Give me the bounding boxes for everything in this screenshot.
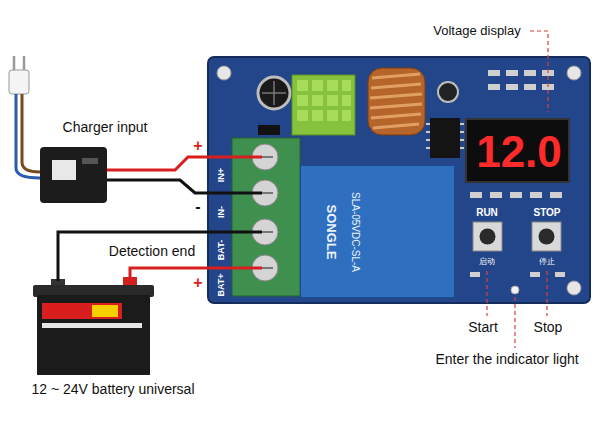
button-label: RUN xyxy=(476,207,498,218)
leader-line xyxy=(514,297,515,348)
terminal-label: IN- xyxy=(217,206,227,218)
wire xyxy=(107,157,262,170)
terminal-label: IN+ xyxy=(217,168,227,182)
circuit-board: IN+ IN- BAT- BAT+ RUN STOP 启动 停止 12.0SONGLE SLA-0… xyxy=(208,57,590,303)
ic-chip xyxy=(426,118,464,158)
callout-label: Detection end xyxy=(109,244,195,259)
charger xyxy=(40,147,107,203)
capacitor xyxy=(258,77,290,109)
terminal-block xyxy=(232,138,300,296)
wire xyxy=(107,180,262,193)
voltage-display: 12.0 xyxy=(465,118,570,183)
terminal-label: BAT+ xyxy=(217,273,227,296)
capacitor-top xyxy=(262,81,286,105)
terminal-label: BAT- xyxy=(217,240,227,260)
display-reading: 12.0 xyxy=(476,128,562,176)
leader-line xyxy=(546,271,547,316)
indicator-led xyxy=(511,286,519,294)
callout-label: Charger input xyxy=(63,120,148,135)
heatsink xyxy=(292,75,355,135)
push-button xyxy=(473,222,502,251)
capacitor xyxy=(438,82,458,102)
relay-model: SLA-05VDC-SL-A xyxy=(350,192,361,272)
wire xyxy=(58,232,262,281)
battery xyxy=(33,277,154,375)
callout-label: 12 ~ 24V battery universal xyxy=(31,382,194,397)
callout-label: Voltage display xyxy=(433,24,520,38)
smd-parts xyxy=(470,70,565,277)
polarity-sign: - xyxy=(195,198,200,216)
callout-label: Start xyxy=(468,320,498,335)
callout-label: Enter the indicator light xyxy=(435,352,578,367)
relay: SONGLE SLA-05VDC-SL-A xyxy=(300,165,455,298)
mount-hole xyxy=(567,281,581,295)
leader-line xyxy=(486,271,487,316)
polarity-sign: + xyxy=(193,137,202,155)
mount-hole xyxy=(217,66,231,80)
mount-hole xyxy=(567,66,581,80)
polarity-sign: + xyxy=(193,274,202,292)
inductor-coil xyxy=(368,68,425,135)
circuit-board xyxy=(208,57,590,303)
push-button xyxy=(532,222,561,251)
button-label: 停止 xyxy=(539,258,555,267)
relay-brand: SONGLE xyxy=(324,205,338,260)
callout-label: Stop xyxy=(534,320,563,335)
leader-line xyxy=(530,31,548,112)
power-plug xyxy=(9,56,40,178)
button-label: STOP xyxy=(533,207,560,218)
jumper xyxy=(258,125,280,135)
button-label: 启动 xyxy=(479,258,495,267)
